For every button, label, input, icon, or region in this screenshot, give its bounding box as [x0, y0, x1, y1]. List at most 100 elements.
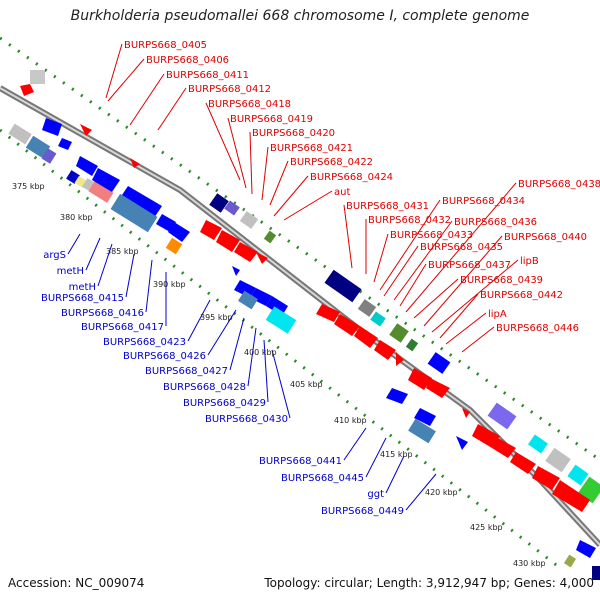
forward-gene-label[interactable]: BURPS668_0418 — [208, 99, 291, 110]
forward-gene-label[interactable]: BURPS668_0421 — [270, 143, 353, 154]
forward-gene-label[interactable]: BURPS668_0440 — [504, 232, 587, 243]
gene-feature[interactable] — [563, 554, 577, 568]
gene-feature[interactable] — [334, 314, 360, 336]
gene-feature[interactable] — [405, 338, 419, 352]
reverse-gene-label[interactable]: BURPS668_0428 — [163, 382, 246, 393]
gene-feature[interactable] — [209, 193, 229, 213]
forward-gene-label[interactable]: BURPS668_0420 — [252, 128, 335, 139]
gene-feature[interactable] — [20, 84, 34, 96]
forward-gene-label[interactable]: BURPS668_0411 — [166, 70, 249, 81]
reverse-gene-label[interactable]: metH — [57, 266, 84, 277]
forward-gene-label[interactable]: lipB — [520, 256, 539, 267]
gene-feature[interactable] — [216, 230, 240, 252]
gene-feature[interactable] — [354, 326, 378, 348]
gene-feature[interactable] — [130, 158, 140, 168]
gene-feature[interactable] — [552, 480, 590, 512]
gene-feature[interactable] — [58, 138, 72, 150]
gene-feature[interactable] — [370, 311, 386, 327]
forward-gene-label[interactable]: BURPS668_0433 — [390, 230, 473, 241]
reverse-gene-label[interactable]: ggt — [367, 489, 384, 500]
reverse-gene-label[interactable]: BURPS668_0415 — [41, 293, 124, 304]
gene-feature[interactable] — [88, 181, 114, 203]
forward-gene-label[interactable]: BURPS668_0431 — [346, 201, 429, 212]
gene-feature[interactable] — [528, 434, 548, 454]
reverse-gene-label[interactable]: BURPS668_0427 — [145, 366, 228, 377]
forward-gene-label[interactable]: BURPS668_0422 — [290, 157, 373, 168]
gene-feature[interactable] — [30, 70, 45, 84]
gene-feature[interactable] — [263, 230, 277, 244]
gene-feature[interactable] — [408, 418, 436, 444]
forward-gene-label[interactable]: BURPS668_0419 — [230, 114, 313, 125]
gene-feature[interactable] — [25, 135, 51, 159]
gene-feature[interactable] — [239, 211, 259, 229]
gene-feature[interactable] — [265, 306, 297, 334]
reverse-gene-label[interactable]: BURPS668_0426 — [123, 351, 206, 362]
forward-gene-label[interactable]: aut — [334, 187, 350, 198]
gene-feature[interactable] — [168, 222, 190, 242]
gene-feature[interactable] — [224, 200, 240, 216]
forward-gene-label[interactable]: BURPS668_0406 — [146, 55, 229, 66]
reverse-gene-label[interactable]: BURPS668_0445 — [281, 473, 364, 484]
gene-feature[interactable] — [234, 242, 258, 262]
gene-feature[interactable] — [456, 436, 468, 450]
forward-gene-label[interactable]: BURPS668_0434 — [442, 196, 525, 207]
forward-gene-label[interactable]: BURPS668_0435 — [420, 242, 503, 253]
gene-feature[interactable] — [427, 352, 451, 374]
gene-feature[interactable] — [250, 288, 272, 306]
gene-feature[interactable] — [92, 168, 120, 192]
gene-feature[interactable] — [396, 352, 404, 366]
reverse-gene-label[interactable]: BURPS668_0429 — [183, 398, 266, 409]
forward-gene-label[interactable]: BURPS668_0412 — [188, 84, 271, 95]
gene-feature[interactable] — [389, 323, 409, 343]
gene-feature[interactable] — [41, 148, 57, 164]
reverse-gene-label[interactable]: metH — [69, 282, 96, 293]
gene-feature[interactable] — [472, 424, 500, 448]
gene-feature[interactable] — [374, 340, 396, 360]
gene-feature[interactable] — [414, 408, 436, 426]
gene-feature[interactable] — [232, 266, 240, 276]
forward-gene-label[interactable]: BURPS668_0437 — [428, 260, 511, 271]
gene-feature[interactable] — [324, 269, 362, 303]
gene-feature[interactable] — [234, 280, 256, 298]
gene-feature[interactable] — [532, 466, 560, 490]
gene-feature[interactable] — [492, 438, 516, 458]
gene-feature[interactable] — [592, 566, 600, 580]
gene-feature[interactable] — [266, 296, 288, 316]
gene-feature[interactable] — [316, 304, 340, 322]
forward-gene-label[interactable]: BURPS668_0442 — [480, 290, 563, 301]
reverse-gene-label[interactable]: BURPS668_0417 — [81, 322, 164, 333]
gene-feature[interactable] — [426, 378, 450, 398]
reverse-gene-label[interactable]: BURPS668_0430 — [205, 414, 288, 425]
forward-gene-label[interactable]: BURPS668_0438 — [518, 179, 600, 190]
gene-feature[interactable] — [408, 368, 432, 390]
forward-gene-label[interactable]: BURPS668_0439 — [460, 275, 543, 286]
gene-feature[interactable] — [357, 299, 377, 317]
forward-gene-label[interactable]: BURPS668_0446 — [496, 323, 579, 334]
gene-feature[interactable] — [165, 237, 183, 255]
gene-feature[interactable] — [42, 118, 62, 136]
gene-feature[interactable] — [545, 447, 571, 473]
reverse-gene-label[interactable]: BURPS668_0449 — [321, 506, 404, 517]
gene-feature[interactable] — [567, 464, 589, 486]
gene-feature[interactable] — [386, 388, 408, 404]
gene-feature[interactable] — [510, 452, 536, 474]
forward-gene-label[interactable]: BURPS668_0424 — [310, 172, 393, 183]
forward-gene-label[interactable]: BURPS668_0436 — [454, 217, 537, 228]
gene-feature[interactable] — [576, 540, 596, 558]
forward-gene-label[interactable]: BURPS668_0405 — [124, 40, 207, 51]
gene-feature[interactable] — [200, 220, 222, 240]
gene-feature[interactable] — [76, 156, 98, 176]
gene-feature[interactable] — [120, 186, 162, 218]
reverse-gene-label[interactable]: BURPS668_0423 — [103, 337, 186, 348]
gene-feature[interactable] — [80, 124, 92, 136]
forward-gene-label[interactable]: lipA — [488, 309, 507, 320]
reverse-gene-label[interactable]: BURPS668_0416 — [61, 308, 144, 319]
gene-feature[interactable] — [462, 408, 470, 418]
reverse-gene-label[interactable]: argS — [43, 250, 66, 261]
gene-feature[interactable] — [110, 193, 158, 233]
gene-feature[interactable] — [487, 402, 517, 430]
gene-feature[interactable] — [8, 123, 32, 145]
reverse-gene-label[interactable]: BURPS668_0441 — [259, 456, 342, 467]
gene-feature[interactable] — [238, 290, 258, 310]
forward-gene-label[interactable]: BURPS668_0432 — [368, 215, 451, 226]
